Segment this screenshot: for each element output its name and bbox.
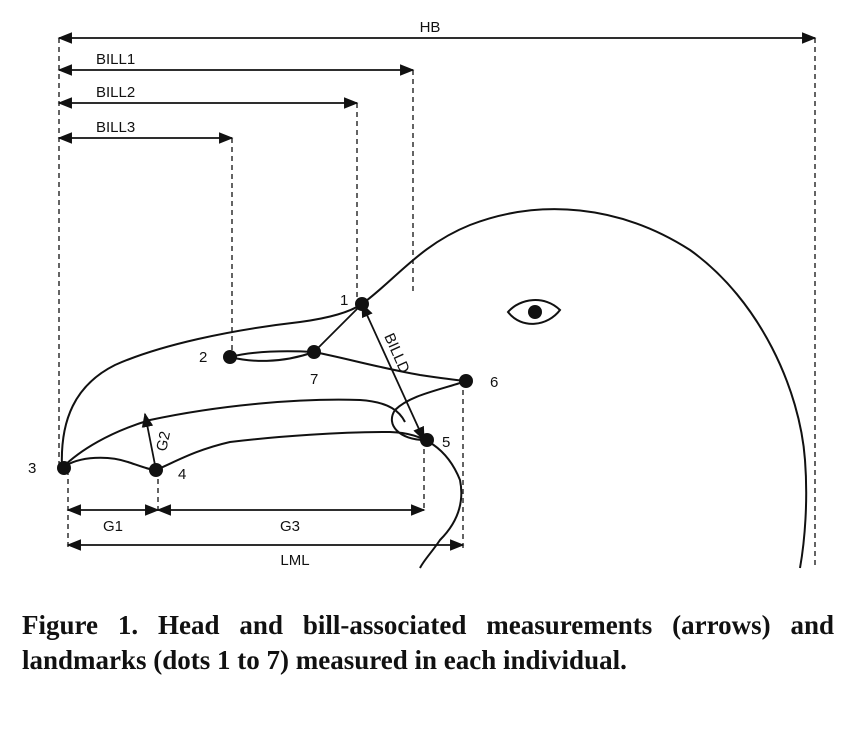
landmark-dot-1 bbox=[355, 297, 369, 311]
landmark-dot-6 bbox=[459, 374, 473, 388]
landmark-link-1-7 bbox=[313, 303, 363, 353]
eye-pupil bbox=[528, 305, 542, 319]
landmark-label-1: 1 bbox=[340, 292, 348, 309]
landmark-dot-3 bbox=[57, 461, 71, 475]
landmark-dot-7 bbox=[307, 345, 321, 359]
caption-text: Head and bill-associated measurements (a… bbox=[22, 610, 834, 675]
billd-arrow bbox=[361, 302, 425, 442]
landmark-dot-5 bbox=[420, 433, 434, 447]
landmark-label-4: 4 bbox=[178, 466, 186, 483]
bill2-label: BILL2 bbox=[96, 84, 135, 101]
g1-label: G1 bbox=[103, 518, 123, 535]
bill1-label: BILL1 bbox=[96, 51, 135, 68]
landmark-dot-2 bbox=[223, 350, 237, 364]
landmark-label-2: 2 bbox=[199, 349, 207, 366]
landmark-dot-4 bbox=[149, 463, 163, 477]
bill3-label: BILL3 bbox=[96, 119, 135, 136]
caption-label: Figure 1. bbox=[22, 610, 139, 640]
landmark-label-7: 7 bbox=[310, 371, 318, 388]
hb-label: HB bbox=[420, 19, 441, 36]
head-outline bbox=[60, 208, 808, 569]
lml-label: LML bbox=[280, 552, 309, 569]
guide-lines bbox=[58, 38, 816, 568]
g2-label: G2 bbox=[153, 430, 174, 453]
g3-label: G3 bbox=[280, 518, 300, 535]
figure-caption: Figure 1. Head and bill-associated measu… bbox=[22, 608, 834, 678]
landmark-label-3: 3 bbox=[28, 460, 36, 477]
g2-arrow bbox=[141, 412, 157, 471]
landmark-label-6: 6 bbox=[490, 374, 498, 391]
landmark-label-5: 5 bbox=[442, 434, 450, 451]
gull-head-diagram: HB BILL1 BILL2 BILL3 G1 G3 LML G2 BILLD … bbox=[28, 19, 817, 569]
